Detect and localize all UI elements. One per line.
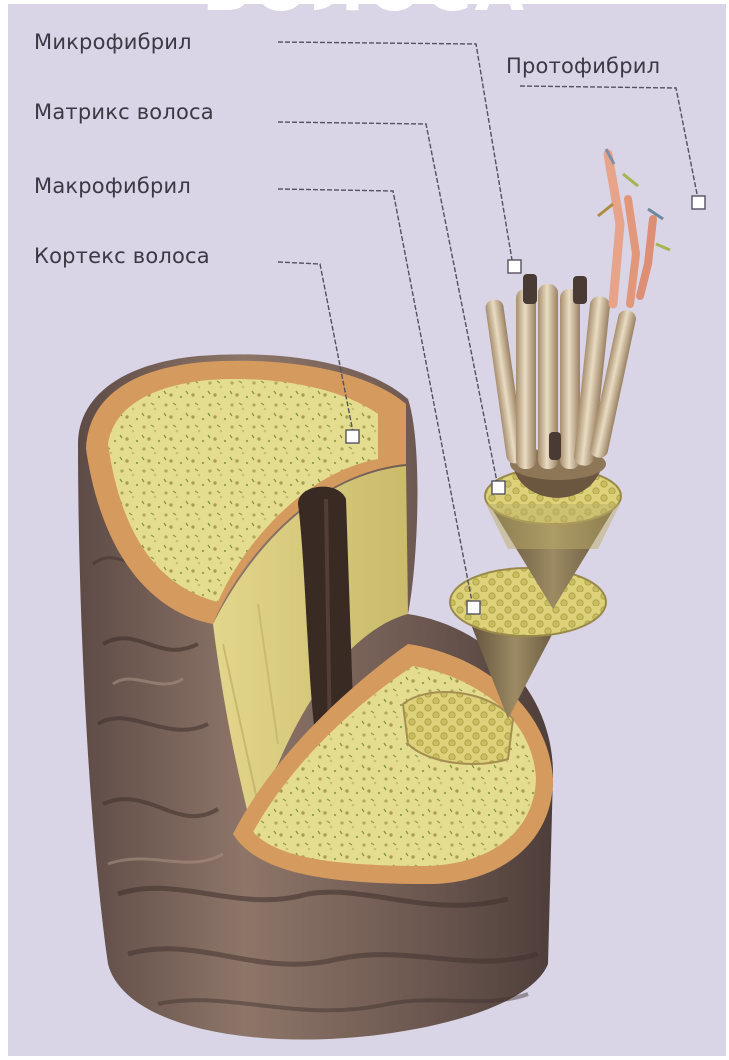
diagram-panel: Микрофибрил Протофибрил Матрикс волоса М… — [8, 4, 726, 1056]
label-protofibril: Протофибрил — [506, 54, 660, 78]
label-microfibril: Микрофибрил — [34, 30, 192, 54]
marker-microfibril — [508, 260, 521, 273]
marker-matrix — [492, 481, 505, 494]
leader-microfibril — [278, 42, 513, 266]
hair-structure-illustration — [8, 4, 726, 1056]
label-macrofibril: Макрофибрил — [34, 174, 191, 198]
protofibril-strands — [598, 149, 670, 304]
marker-protofibril — [692, 196, 705, 209]
page-title: ВОЛОСА — [0, 0, 729, 26]
label-cortex: Кортекс волоса — [34, 244, 210, 268]
label-matrix: Матрикс волоса — [34, 100, 214, 124]
marker-macrofibril — [467, 601, 480, 614]
marker-cortex — [346, 430, 359, 443]
